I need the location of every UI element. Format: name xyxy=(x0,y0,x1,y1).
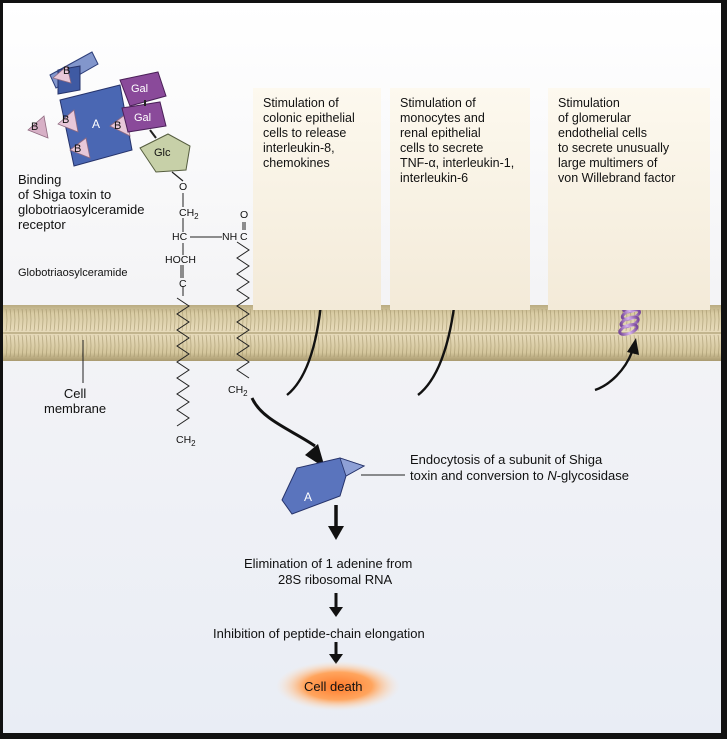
gal-label-2: Gal xyxy=(134,112,152,124)
b-label-1: B xyxy=(63,65,71,77)
chem-ch2-tail: CH2 xyxy=(228,384,248,399)
endocytosis-line2-italic: N xyxy=(547,468,557,483)
cell-membrane xyxy=(3,305,721,361)
endocytosis-line2-pre: toxin and conversion to xyxy=(410,468,548,483)
chem-hoch: HOCH xyxy=(165,254,196,266)
endocytosis-label-line1: Endocytosis of a subunit of Shiga xyxy=(410,452,603,467)
effect-box-colonic: Stimulation of colonic epithelial cells … xyxy=(253,88,381,310)
effect-box-glomerular: Stimulation of glomerular endothelial ce… xyxy=(548,88,710,310)
effect-box-colonic-text: Stimulation of colonic epithelial cells … xyxy=(263,96,355,170)
endocytosis-label-line2: toxin and conversion to N-glycosidase xyxy=(410,468,629,483)
binding-label: Binding of Shiga toxin to globotriaosylc… xyxy=(18,172,145,232)
glc-label: Glc xyxy=(154,147,171,159)
inhibition-label: Inhibition of peptide-chain elongation xyxy=(213,626,425,641)
endocytosis-arrow xyxy=(250,397,316,448)
membrane-label: Cell membrane xyxy=(44,386,107,416)
b-subunit-3 xyxy=(69,137,91,159)
a-subunit-internalized xyxy=(281,457,366,515)
effect-box-monocytes-text: Stimulation of monocytes and renal epith… xyxy=(400,96,515,185)
b-label-5: B xyxy=(114,120,122,132)
gal-label-1: Gal xyxy=(131,83,149,95)
gal-sugar-2 xyxy=(121,101,167,133)
chem-c: C xyxy=(240,231,248,243)
chem-nh: NH xyxy=(222,231,238,243)
chem-hc: HC xyxy=(172,231,188,243)
chem-ch2: CH2 xyxy=(179,207,199,222)
gal-sugar-1 xyxy=(119,71,167,107)
b-label-3: B xyxy=(62,114,70,126)
chem-o-top: O xyxy=(240,209,249,221)
effect-box-monocytes: Stimulation of monocytes and renal epith… xyxy=(390,88,530,310)
b-subunit-1 xyxy=(52,65,72,84)
pathway-arrows xyxy=(328,505,344,664)
chem-ch2-bottom: CH2 xyxy=(176,434,196,449)
a-label-internalized: A xyxy=(304,490,313,504)
elimination-line2: 28S ribosomal RNA xyxy=(278,572,393,587)
endocytosis-line2-post: -glycosidase xyxy=(556,468,629,483)
glc-sugar xyxy=(139,133,191,173)
arrow-to-box-3 xyxy=(594,351,634,392)
chemical-bonds xyxy=(176,193,250,427)
b-subunit-2 xyxy=(57,109,79,133)
cell-death-label: Cell death xyxy=(304,679,363,694)
effect-box-glomerular-text: Stimulation of glomerular endothelial ce… xyxy=(558,96,676,185)
sugar-chain xyxy=(119,71,191,182)
b-label-4: B xyxy=(74,143,82,155)
chem-c2: C xyxy=(179,278,187,290)
shiga-toxin xyxy=(27,51,133,167)
cell-death-glow xyxy=(276,661,400,711)
chem-o: O xyxy=(179,181,188,193)
receptor-label: Globotriaosylceramide xyxy=(18,267,128,279)
elimination-line1: Elimination of 1 adenine from xyxy=(244,556,413,571)
b-label-2: B xyxy=(31,121,39,133)
b-subunit-4 xyxy=(27,115,49,139)
a-label: A xyxy=(92,117,101,131)
